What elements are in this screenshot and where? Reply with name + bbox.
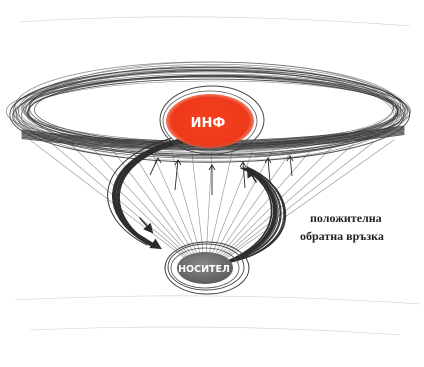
funnel-line <box>172 151 202 258</box>
funnel-line <box>215 149 293 258</box>
loop-stroke-right <box>231 168 285 262</box>
info-node-label: ИНФ <box>191 116 226 131</box>
feedback-caption: положителна обратна връзка <box>300 211 384 243</box>
carrier-node-label: НОСИТЕЛ <box>178 264 230 275</box>
funnel-line <box>151 150 199 258</box>
caption-line-1: положителна <box>310 211 382 225</box>
carrier-node: НОСИТЕЛ <box>165 242 249 294</box>
info-node: ИНФ <box>160 86 264 154</box>
caption-line-2: обратна връзка <box>300 229 384 243</box>
funnel-line <box>111 148 194 258</box>
